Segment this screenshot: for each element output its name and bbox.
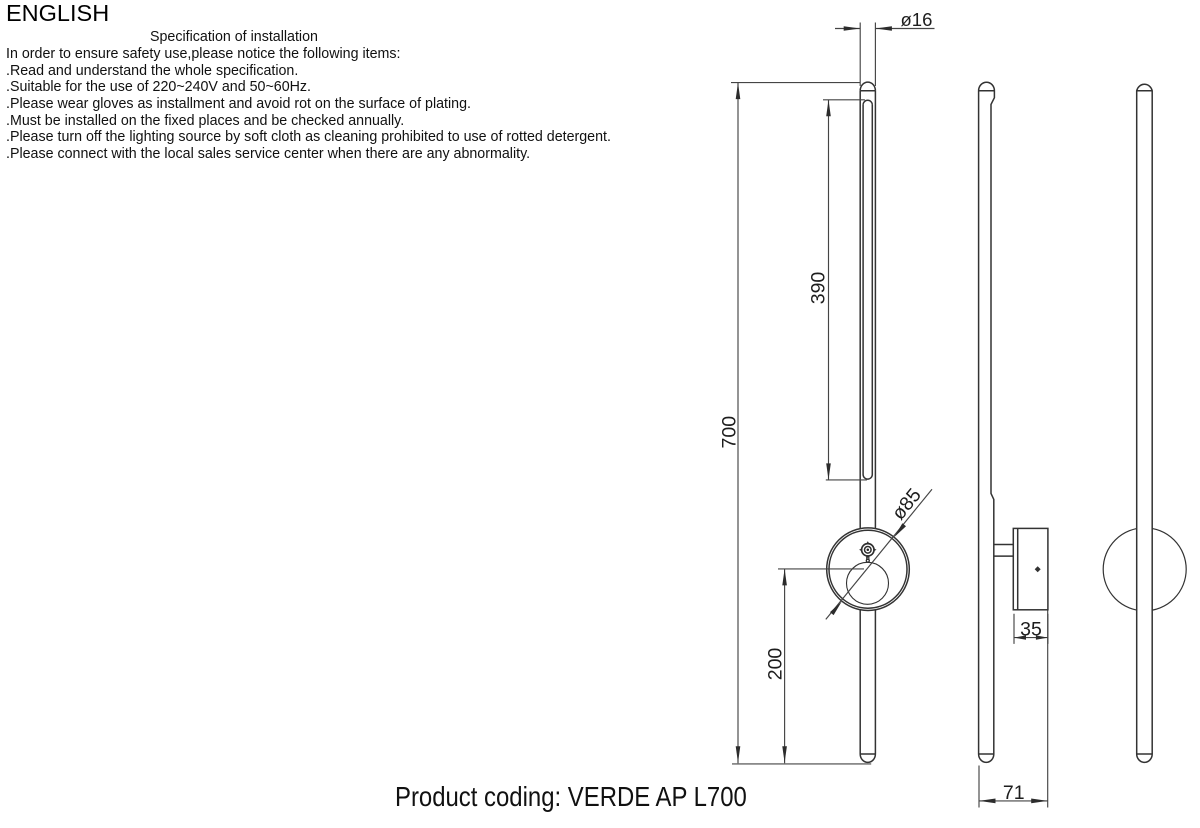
svg-text:35: 35 <box>1020 618 1042 640</box>
svg-text:ø16: ø16 <box>901 9 933 30</box>
svg-text:200: 200 <box>764 648 786 681</box>
svg-text:71: 71 <box>1003 782 1025 804</box>
svg-text:700: 700 <box>719 416 741 449</box>
svg-text:390: 390 <box>808 272 830 305</box>
svg-text:ø85: ø85 <box>888 484 926 524</box>
